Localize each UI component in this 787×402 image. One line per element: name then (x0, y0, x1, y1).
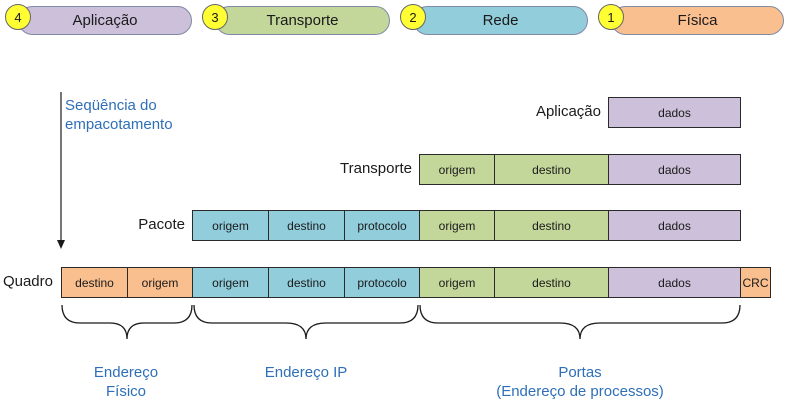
cell-destino: destino (494, 267, 609, 298)
layer-name: Física (677, 12, 718, 29)
cell-destino: destino (494, 210, 609, 241)
cell-origem: origem (192, 210, 269, 241)
sequence-label: Seqüência do empacotamento (65, 97, 173, 133)
cell-destino: destino (268, 210, 345, 241)
sequence-arrowhead (57, 240, 65, 249)
layer-pill-fisica: Física (611, 6, 784, 35)
brace-ip (193, 304, 419, 340)
cell-protocolo: protocolo (344, 210, 420, 241)
cell-origem: origem (127, 267, 193, 298)
cell-protocolo: protocolo (344, 267, 420, 298)
row-label-aplicacao: Aplicação (535, 103, 601, 120)
cell-dados: dados (608, 210, 741, 241)
layer-pill-rede: Rede (413, 6, 588, 35)
group-label-endereco-ip: Endereço IP (264, 364, 348, 381)
cell-origem: origem (419, 210, 495, 241)
brace-fisico (61, 304, 193, 340)
cell-origem: origem (419, 267, 495, 298)
row-label-transporte: Transporte (340, 160, 412, 177)
layer-name: Transporte (266, 12, 339, 29)
row-label-quadro: Quadro (2, 273, 53, 290)
cell-crc: CRC (740, 267, 771, 298)
cell-destino: destino (61, 267, 128, 298)
cell-destino: destino (268, 267, 345, 298)
row-label-pacote: Pacote (138, 216, 185, 233)
layer-number-badge: 4 (5, 4, 31, 30)
layer-number-badge: 1 (598, 4, 624, 30)
layer-name: Aplicação (72, 12, 138, 29)
group-label-portas: Portas (Endereço de processos) (496, 364, 664, 400)
brace-portas (419, 304, 741, 340)
cell-origem: origem (192, 267, 269, 298)
layer-name: Rede (482, 12, 519, 29)
layer-number-badge: 2 (400, 4, 426, 30)
cell-dados: dados (608, 267, 741, 298)
cell-destino: destino (494, 154, 609, 185)
layer-number-badge: 3 (202, 4, 228, 30)
cell-dados: dados (608, 97, 741, 128)
group-label-endereco-fisico: Endereço Físico (93, 364, 159, 400)
cell-dados: dados (608, 154, 741, 185)
layer-pill-aplicacao: Aplicação (18, 6, 192, 35)
cell-origem: origem (419, 154, 495, 185)
